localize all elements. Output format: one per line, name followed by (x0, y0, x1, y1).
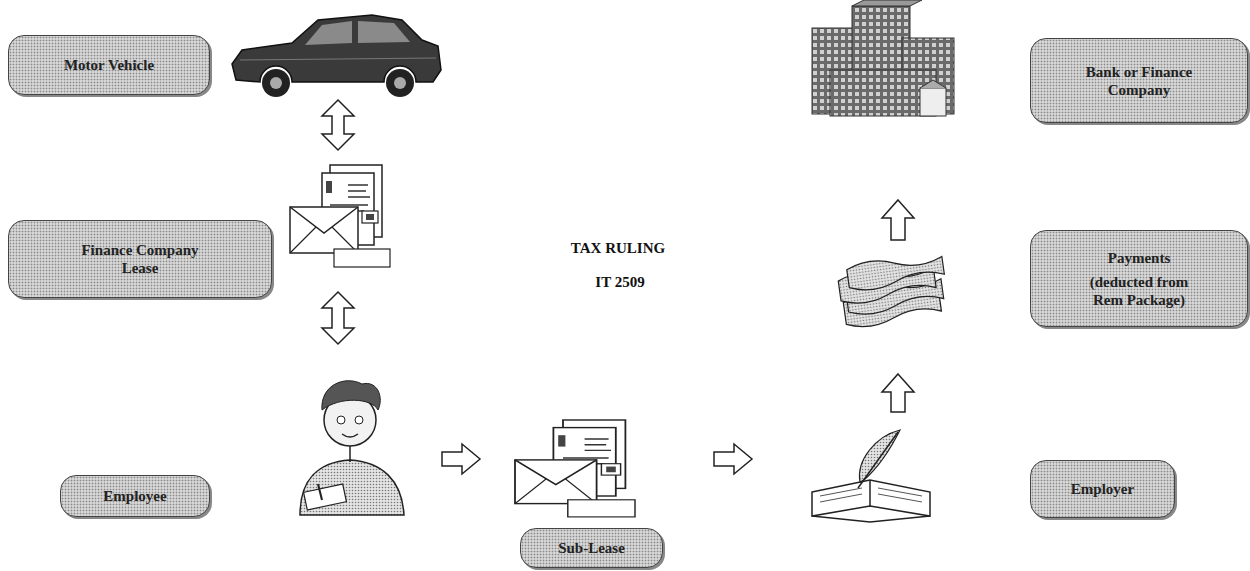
car-icon (232, 15, 441, 97)
document-icon (515, 420, 635, 517)
caption-text: Finance Company Lease (65, 241, 215, 277)
caption-box: Employee (60, 475, 210, 517)
caption-box: Finance Company Lease (8, 220, 272, 298)
caption-text: Sub-Lease (558, 539, 625, 557)
caption-text: Motor Vehicle (64, 56, 154, 74)
caption-box: Motor Vehicle (8, 35, 210, 95)
caption-box: Payments (deducted from Rem Package) (1030, 230, 1248, 327)
book-quill-icon (812, 430, 930, 522)
double-arrow (322, 100, 354, 150)
caption-box: Sub-Lease (520, 528, 663, 568)
person-icon (300, 381, 404, 515)
up-arrow (882, 374, 914, 412)
right-arrow (442, 444, 480, 474)
right-arrow (714, 444, 752, 474)
money-icon (836, 252, 950, 330)
caption-note: (deducted from Rem Package) (1074, 273, 1204, 309)
caption-text: Employer (1071, 480, 1134, 498)
caption-text: Payments (1108, 249, 1171, 267)
caption-box: Employer (1030, 460, 1175, 518)
ruling-label: IT 2509 (595, 274, 644, 291)
document-icon (290, 165, 390, 267)
caption-text: Employee (103, 487, 166, 505)
bank-building-icon (812, 0, 954, 116)
caption-text: Bank or Finance Company (1069, 63, 1209, 99)
up-arrow (882, 200, 914, 240)
caption-box: Bank or Finance Company (1030, 38, 1248, 123)
ruling-label: TAX RULING (571, 240, 665, 257)
double-arrow (322, 292, 354, 344)
